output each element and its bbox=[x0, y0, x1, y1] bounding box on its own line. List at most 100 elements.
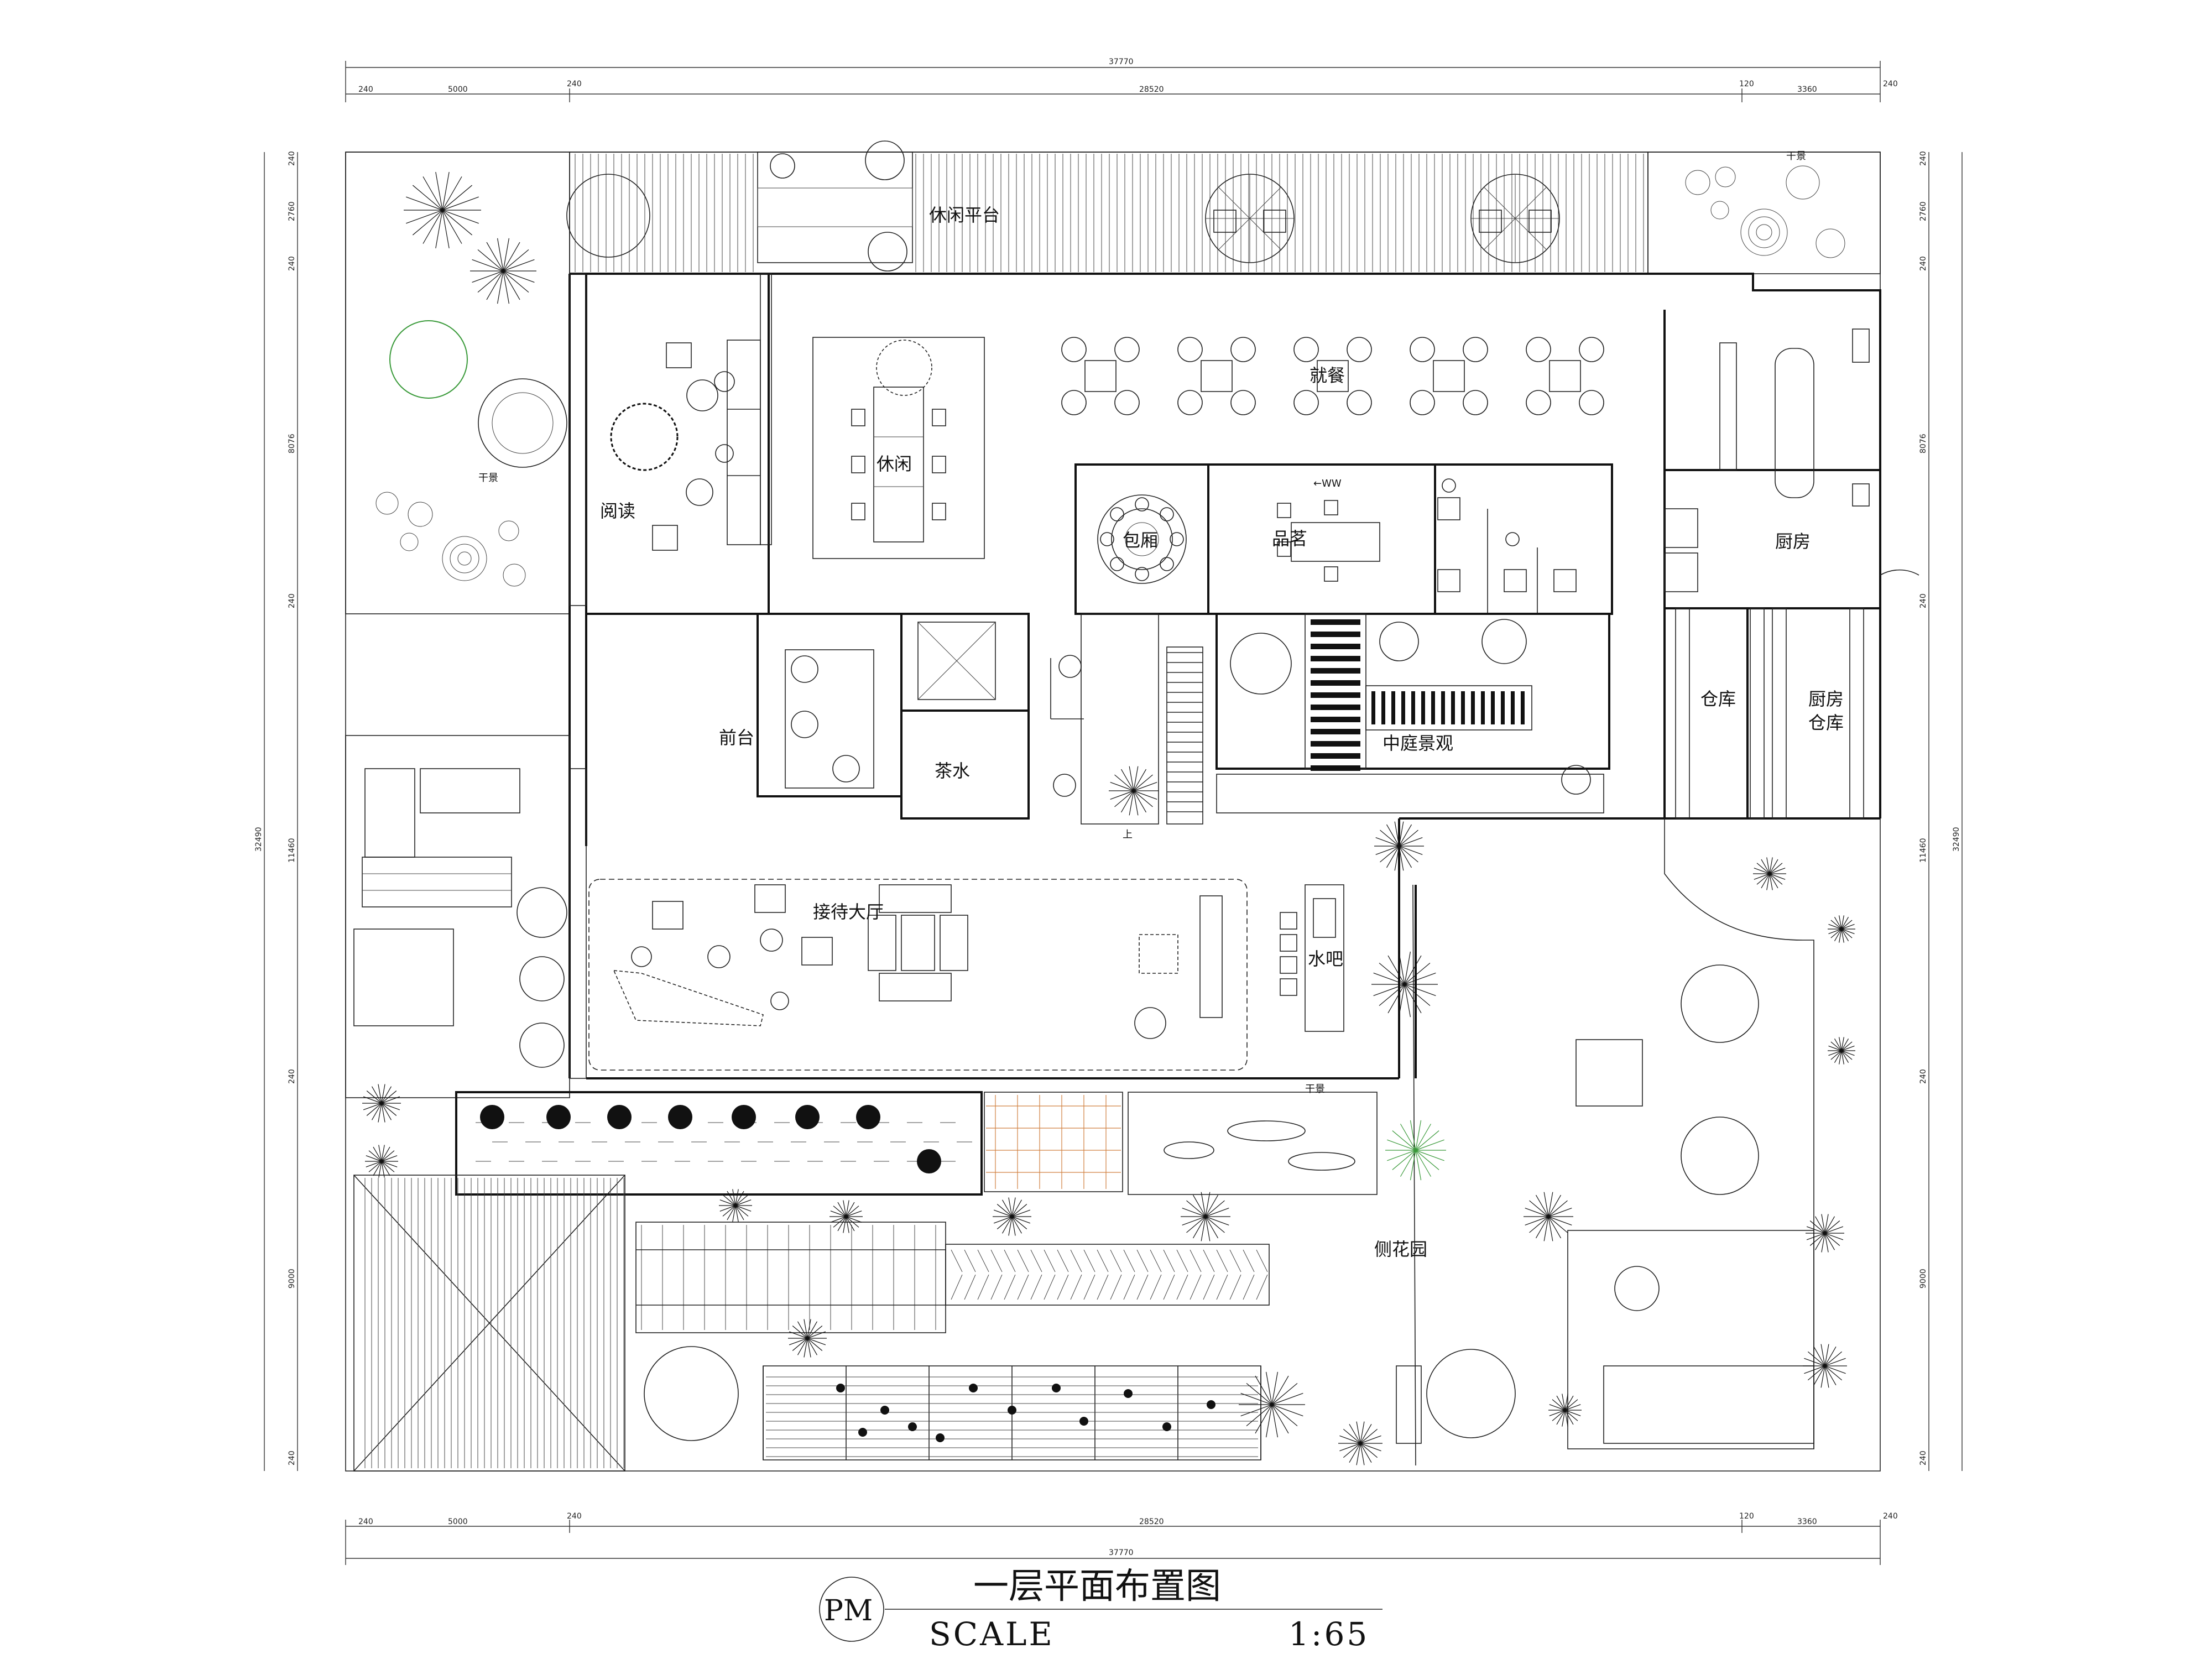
tree-icon bbox=[492, 392, 554, 454]
chair-icon bbox=[1058, 655, 1082, 678]
tree-icon bbox=[1371, 951, 1438, 1018]
table-icon bbox=[1111, 508, 1173, 570]
tree-icon bbox=[404, 171, 481, 249]
dim-top-b: 5000 bbox=[448, 85, 468, 94]
patio-umbrella-icon bbox=[1681, 1117, 1759, 1195]
chair-icon bbox=[801, 937, 833, 966]
tree-icon bbox=[478, 378, 567, 468]
dim-left-e: 240 bbox=[288, 593, 296, 608]
table-icon bbox=[1293, 337, 1372, 415]
tree-icon bbox=[1181, 1192, 1230, 1241]
tree-icon bbox=[719, 1189, 752, 1222]
patio-umbrella-icon bbox=[1426, 1349, 1516, 1438]
building-walls bbox=[568, 273, 1881, 1079]
dim-right-h: 9000 bbox=[1919, 1269, 1928, 1288]
side-garden bbox=[1396, 818, 1814, 1466]
table-icon bbox=[686, 379, 718, 411]
label-dry-scape-nw: 干景 bbox=[478, 472, 498, 484]
chair-icon bbox=[932, 456, 946, 473]
window-strip-west bbox=[569, 273, 587, 606]
tree-icon bbox=[1828, 915, 1855, 943]
palm-icon bbox=[519, 1022, 565, 1068]
room-label-tea-tasting: 品茗 bbox=[1272, 528, 1307, 549]
west-garden bbox=[345, 735, 570, 1098]
chair-icon bbox=[1134, 1007, 1166, 1039]
tree-icon bbox=[865, 140, 905, 180]
tree-icon bbox=[1338, 1421, 1383, 1465]
sofa-icon bbox=[879, 884, 952, 913]
tree-icon bbox=[1753, 857, 1786, 890]
tree-icon bbox=[365, 1145, 398, 1178]
chair-icon bbox=[832, 755, 860, 782]
dim-right-i: 240 bbox=[1919, 1451, 1928, 1465]
dim-bottom-a: 240 bbox=[358, 1517, 373, 1526]
tree-icon bbox=[1109, 766, 1159, 816]
dim-bottom-f: 3360 bbox=[1797, 1517, 1817, 1526]
dim-top-e: 120 bbox=[1739, 80, 1754, 88]
room-label-leisure-deck: 休闲平台 bbox=[929, 205, 1000, 226]
wooden-grid-path bbox=[984, 1092, 1123, 1192]
raised-planters bbox=[763, 1365, 1261, 1460]
reception-area bbox=[757, 613, 1030, 820]
label-stair-up: 上 bbox=[1123, 829, 1133, 841]
tree-icon bbox=[566, 174, 650, 258]
dim-left-g: 240 bbox=[288, 1069, 296, 1084]
tree-icon bbox=[1385, 1120, 1446, 1181]
room-label-reception-desk: 前台 bbox=[719, 727, 754, 748]
dim-left-a: 240 bbox=[288, 151, 296, 166]
dim-bottom-total: 37770 bbox=[1109, 1548, 1134, 1557]
label-dry-scape-mid: 干景 bbox=[1305, 1083, 1325, 1095]
dim-right-d: 8076 bbox=[1919, 434, 1928, 453]
dim-top-a: 240 bbox=[358, 85, 373, 94]
tree-icon bbox=[1524, 1192, 1573, 1241]
left-dimensions: 32490 240 2760 240 8076 240 11460 240 90… bbox=[254, 151, 298, 1471]
chair-icon bbox=[652, 525, 678, 551]
tea-tasting-room: ←WW bbox=[1207, 463, 1613, 615]
reading-area bbox=[610, 340, 761, 551]
room-label-side-garden: 侧花园 bbox=[1374, 1239, 1427, 1260]
tree-icon bbox=[830, 1200, 863, 1233]
title-block: PM 一层平面布置图 SCALE 1:65 bbox=[819, 1566, 1383, 1653]
room-label-lobby: 接待大厅 bbox=[813, 901, 884, 922]
palm-icon bbox=[517, 887, 567, 938]
dim-right-total: 32490 bbox=[1952, 827, 1961, 852]
stove-icon bbox=[1852, 328, 1870, 363]
dim-top-d: 28520 bbox=[1139, 85, 1164, 94]
kitchen bbox=[1664, 328, 1919, 592]
tree-icon bbox=[610, 403, 679, 471]
chair-icon bbox=[791, 711, 818, 738]
tree-icon bbox=[1548, 1394, 1582, 1427]
chair-icon bbox=[1561, 765, 1591, 795]
bookshelf bbox=[727, 340, 761, 545]
pm-badge: PM bbox=[824, 1594, 873, 1627]
dim-left-h: 9000 bbox=[288, 1269, 296, 1288]
tree-icon bbox=[607, 1105, 632, 1129]
storage bbox=[1675, 608, 1864, 819]
scale-value: 1:65 bbox=[1288, 1615, 1369, 1653]
dim-right-e: 240 bbox=[1919, 593, 1928, 608]
scale-label: SCALE bbox=[929, 1615, 1055, 1653]
tree-icon bbox=[876, 340, 932, 396]
bottom-dimensions: 240 5000 240 28520 120 3360 240 37770 bbox=[345, 1512, 1898, 1565]
tree-icon bbox=[868, 232, 907, 272]
dim-left-total: 32490 bbox=[254, 827, 263, 852]
tree-icon bbox=[770, 153, 795, 179]
tree-icon bbox=[668, 1105, 692, 1129]
room-label-dining: 就餐 bbox=[1310, 365, 1345, 386]
tree-icon bbox=[1806, 1214, 1844, 1253]
dim-left-f: 11460 bbox=[288, 838, 296, 863]
chair-icon bbox=[754, 884, 786, 913]
door-swing-icon bbox=[1880, 569, 1919, 576]
room-label-storage: 仓库 bbox=[1700, 688, 1736, 709]
dim-bottom-c: 240 bbox=[567, 1512, 582, 1521]
dim-right-b: 2760 bbox=[1919, 201, 1928, 221]
table-icon bbox=[686, 478, 713, 506]
leisure-area bbox=[812, 337, 985, 559]
table-icon bbox=[1614, 1266, 1660, 1311]
table-icon bbox=[1410, 337, 1488, 415]
dim-right-g: 240 bbox=[1919, 1069, 1928, 1084]
dry-scape-nw bbox=[345, 152, 570, 614]
tree-icon bbox=[1828, 1037, 1855, 1065]
stair-icon bbox=[1050, 613, 1203, 825]
